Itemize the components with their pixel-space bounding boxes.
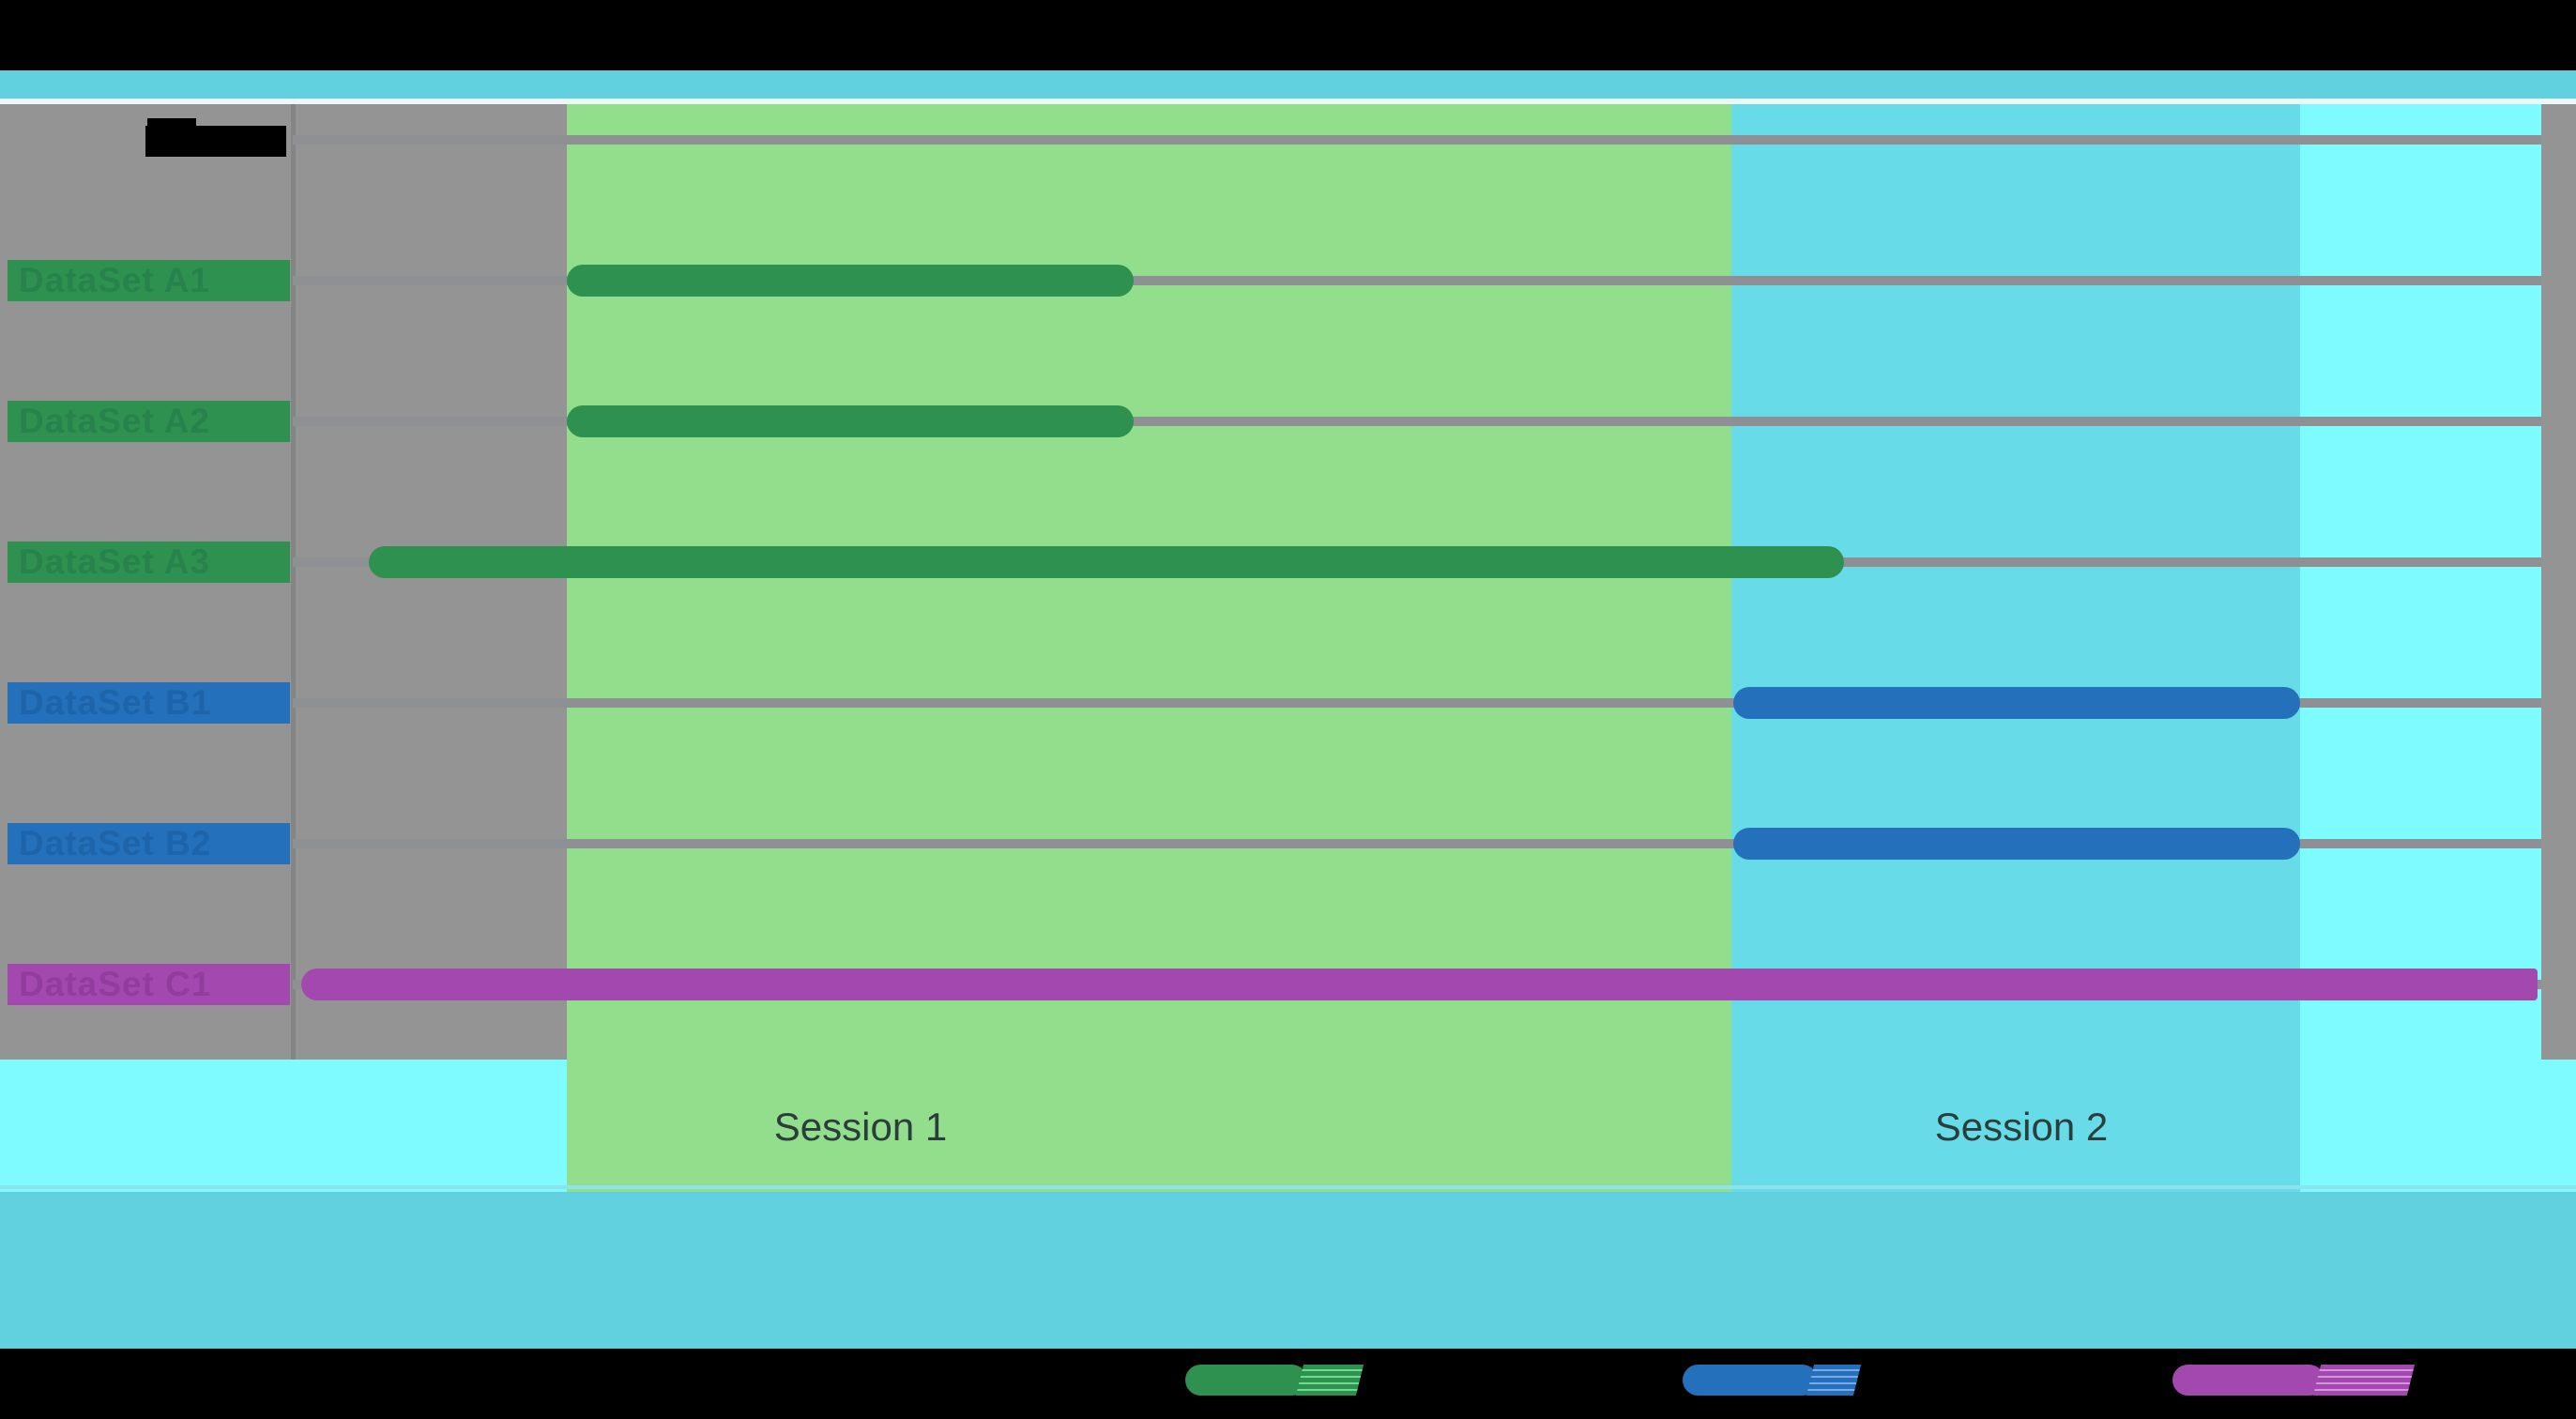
gridline <box>293 417 2541 426</box>
y-axis-spine <box>291 104 296 1060</box>
axes-top-spine <box>0 99 2576 104</box>
row-label-dataset-b1: DataSet B1 <box>8 682 290 724</box>
task-bar-dataset-a1 <box>567 265 1134 297</box>
task-bar-dataset-a3 <box>369 546 1844 578</box>
right-margin-gray-column <box>2541 104 2576 1060</box>
legend-marker-c <box>2172 1365 2324 1396</box>
gridline <box>293 135 2541 145</box>
axes-bottom-spine <box>0 1185 2576 1189</box>
legend-marker-a <box>1185 1365 1307 1396</box>
task-bar-dataset-b1 <box>1733 687 2300 719</box>
redacted-title-visible-text: T <box>145 126 165 157</box>
legend-marker-b <box>1683 1365 1818 1396</box>
legend-label-highlight-c <box>2312 1365 2416 1396</box>
gridline <box>293 839 2541 848</box>
redacted-title-t-overhang <box>147 118 196 128</box>
gridline <box>293 698 2541 708</box>
top-black-band <box>0 0 2576 70</box>
gridline <box>293 276 2541 285</box>
row-label-dataset-c1: DataSet C1 <box>8 964 290 1005</box>
figure-top-strip <box>0 70 2576 99</box>
task-bar-dataset-a2 <box>567 405 1134 437</box>
row-label-dataset-a1: DataSet A1 <box>8 260 290 301</box>
session2-label: Session 2 <box>1934 1105 2109 1149</box>
figure-bottom-band <box>0 1192 2576 1349</box>
task-bar-dataset-c1 <box>301 969 2538 1000</box>
session1-label: Session 1 <box>773 1105 948 1149</box>
session2-span <box>1731 104 2300 1192</box>
redacted-axis-title: T <box>145 126 286 157</box>
row-label-dataset-b2: DataSet B2 <box>8 823 290 864</box>
task-bar-dataset-b2 <box>1733 828 2300 860</box>
legend-label-highlight-b <box>1806 1365 1862 1396</box>
legend-label-highlight-a <box>1295 1365 1364 1396</box>
row-label-dataset-a2: DataSet A2 <box>8 401 290 442</box>
row-label-dataset-a3: DataSet A3 <box>8 542 290 583</box>
